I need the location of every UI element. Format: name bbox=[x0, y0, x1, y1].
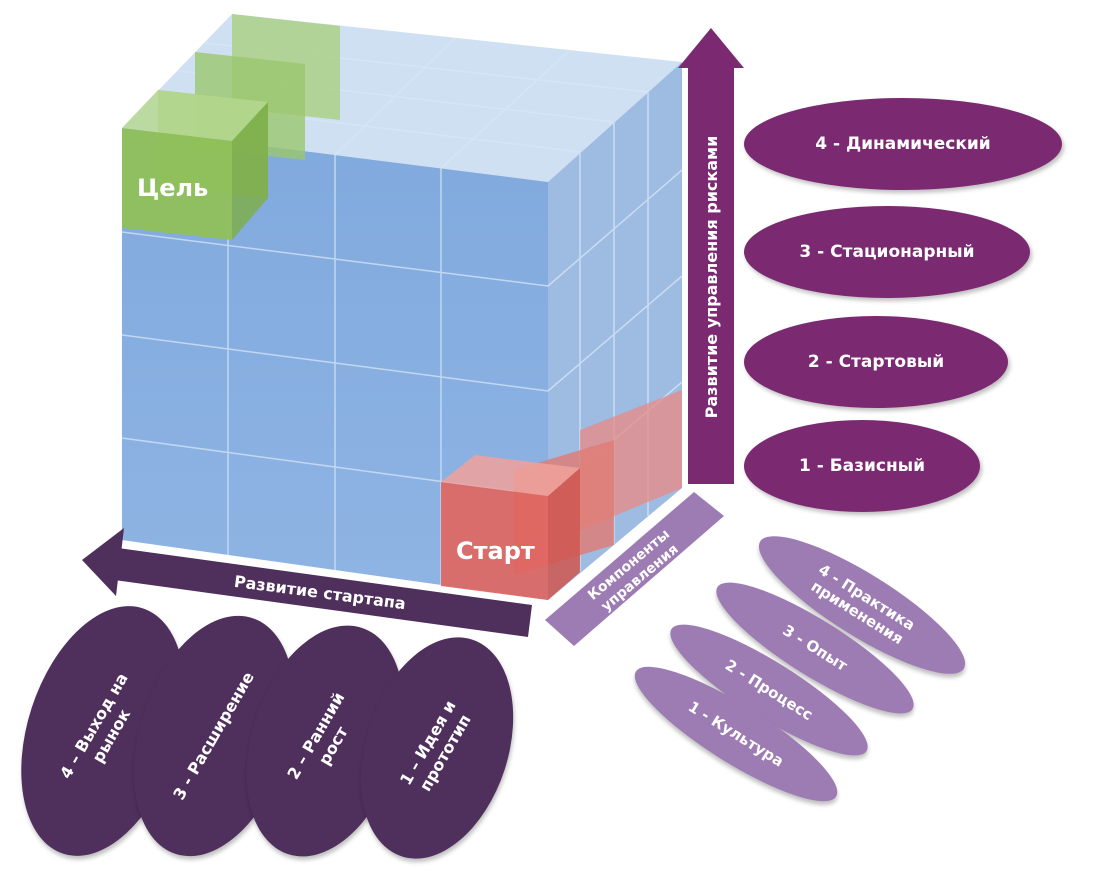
start-cubes bbox=[441, 390, 682, 600]
goal-cubes bbox=[122, 14, 340, 240]
level-1-oval: 1 - Базисный bbox=[744, 420, 980, 512]
level-4-oval: 4 - Динамический bbox=[744, 98, 1062, 190]
components-box bbox=[545, 492, 724, 646]
start-cube bbox=[441, 482, 548, 600]
level-3-oval: 3 - Стационарный bbox=[744, 206, 1030, 298]
level-2-oval: 2 - Стартовый bbox=[744, 316, 1008, 408]
start-label: Старт bbox=[456, 537, 535, 565]
goal-cube bbox=[122, 128, 232, 240]
horizontal-axis-arrow bbox=[82, 528, 532, 637]
vertical-axis-label-wrap: Развитие управления рисками bbox=[696, 77, 726, 477]
vertical-axis-arrow bbox=[678, 28, 744, 484]
goal-label: Цель bbox=[137, 174, 209, 202]
vertical-axis-label: Развитие управления рисками bbox=[701, 135, 721, 419]
